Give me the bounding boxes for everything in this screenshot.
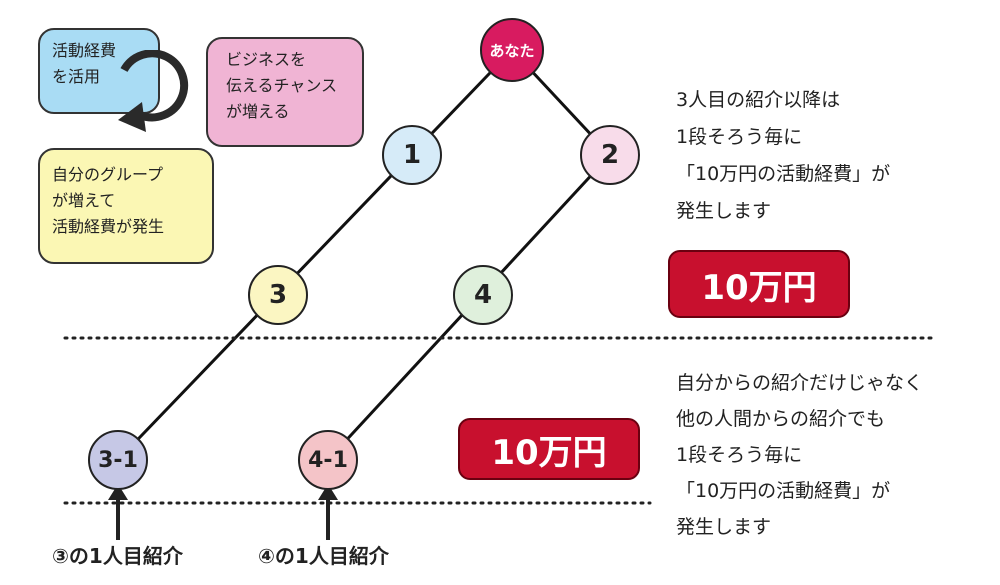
text-line: 3人目の紹介以降は [676,89,841,111]
text-line: ビジネスを [226,50,307,69]
label-4-first-referral: ④の1人目紹介 [258,544,389,568]
explanation-upper: 3人目の紹介以降は 1段そろう毎に 「10万円の活動経費」が 発生します [676,82,890,230]
text-line: 1段そろう毎に [676,126,803,148]
text-line: が増える [226,102,290,121]
text-line: 発生します [676,516,772,538]
text-line: が増えて [52,191,116,210]
text-line: 「10万円の活動経費」が [676,480,891,502]
text-line: 1段そろう毎に [676,444,803,466]
cycle-box-group-grows: 自分のグループ が増えて 活動経費が発生 [38,148,214,264]
text-line: 発生します [676,200,772,222]
arrow-up-icon [108,484,128,540]
text-line: 伝えるチャンス [226,76,338,95]
node-you: あなた [480,18,544,82]
branch-left [116,48,514,462]
badge-100k-lower: 10万円 [458,418,640,480]
node-3: 3 [248,265,308,325]
cycle-arrow-icon [118,50,189,132]
text-line: を活用 [52,67,101,86]
text-line: 活動経費が発生 [52,217,165,236]
node-4: 4 [453,265,513,325]
badge-100k-upper: 10万円 [668,250,850,318]
explanation-lower: 自分からの紹介だけじゃなく 他の人間からの紹介でも 1段そろう毎に 「10万円の… [676,365,923,545]
text-line: 他の人間からの紹介でも [676,408,886,430]
node-4-1: 4-1 [298,430,358,490]
text-line: 「10万円の活動経費」が [676,163,891,185]
arrow-up-icon [318,484,338,540]
node-2: 2 [580,125,640,185]
text-line: 活動経費 [52,41,117,60]
text-line: 自分からの紹介だけじゃなく [676,372,924,394]
cycle-box-use-funds: 活動経費 を活用 [38,28,160,114]
label-3-first-referral: ③の1人目紹介 [52,544,183,568]
cycle-box-chance: ビジネスを 伝えるチャンス が増える [206,37,364,147]
node-3-1: 3-1 [88,430,148,490]
node-1: 1 [382,125,442,185]
text-line: 自分のグループ [52,165,164,184]
